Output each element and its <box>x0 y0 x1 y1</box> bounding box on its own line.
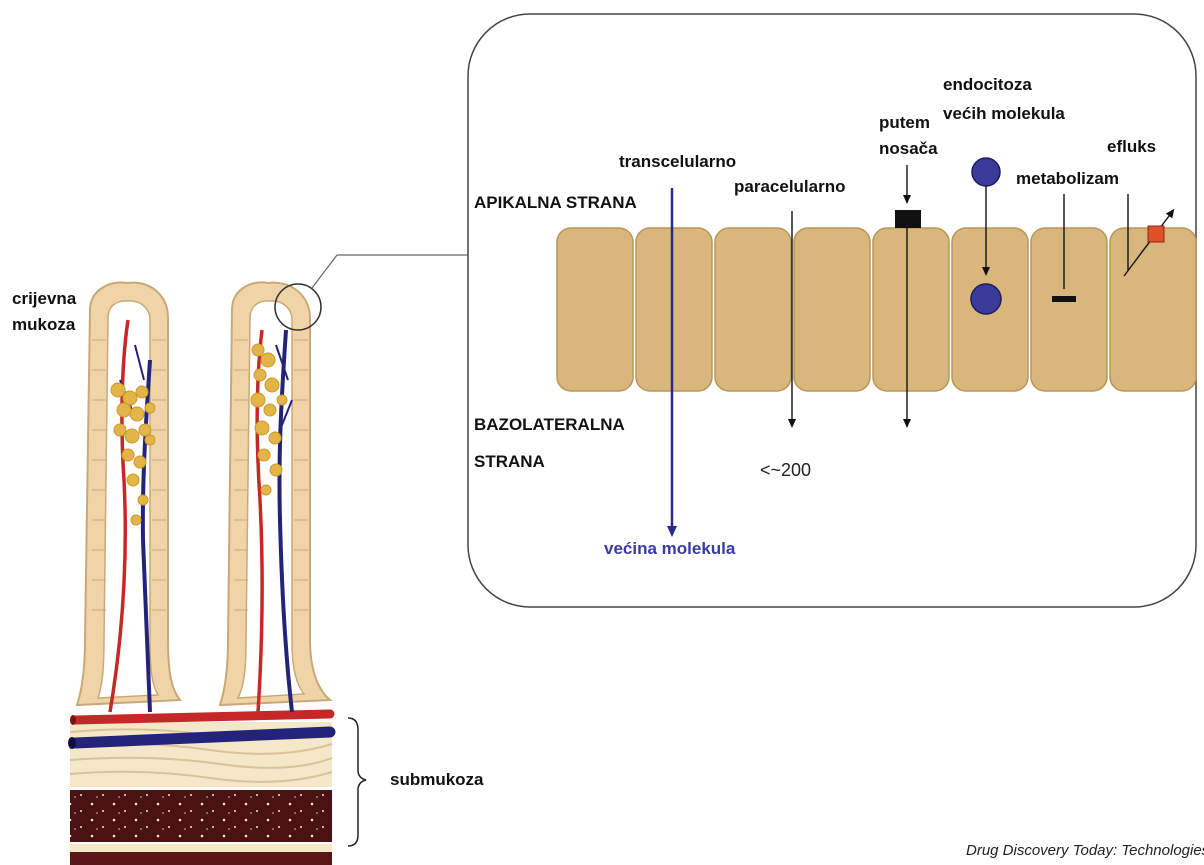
metabolism-label: metabolizam <box>1016 168 1119 190</box>
villus-right <box>220 282 330 712</box>
muscularis-layer <box>70 790 332 842</box>
submucosa-brace <box>348 718 366 846</box>
carrier-transporter <box>895 210 921 228</box>
paracellular-label: paracelularno <box>734 176 846 198</box>
epithelium-inset <box>468 14 1196 607</box>
basolateral-side-label-line1: BAZOLATERALNA <box>474 414 625 436</box>
source-credit: Drug Discovery Today: Technologies <box>966 842 1204 859</box>
carrier-label-line2: nosača <box>879 138 938 160</box>
basolateral-side-label-line2: STRANA <box>474 451 545 473</box>
enterocyte-cell <box>557 228 633 391</box>
enterocyte-cell <box>1110 228 1196 391</box>
artery-horizontal <box>75 714 330 720</box>
efflux-label: efluks <box>1107 136 1156 158</box>
majority-label: većina molekula <box>604 538 735 560</box>
transcellular-label: transcelularno <box>619 151 736 173</box>
efflux-transporter <box>1148 226 1164 242</box>
metabolite-bar <box>1052 296 1076 302</box>
endocytosis-molecule-inside <box>971 284 1001 314</box>
enterocyte-cell <box>636 228 712 391</box>
villus-left <box>77 282 180 712</box>
enterocyte-cell <box>715 228 791 391</box>
enterocyte-row <box>557 228 1196 391</box>
endocytosis-label-line2: većih molekula <box>943 103 1065 125</box>
mucosa-label-line1: crijevna <box>12 288 76 310</box>
paracellular-size-limit: <~200 <box>760 459 811 481</box>
mucosa-label-line2: mukoza <box>12 314 75 336</box>
endocytosis-molecule-outside <box>972 158 1000 186</box>
enterocyte-cell <box>873 228 949 391</box>
enterocyte-cell <box>1031 228 1107 391</box>
endocytosis-label-line1: endocitoza <box>943 74 1032 96</box>
submucosa-label: submukoza <box>390 769 484 791</box>
carrier-label-line1: putem <box>879 112 930 134</box>
enterocyte-cell <box>794 228 870 391</box>
apical-side-label: APIKALNA STRANA <box>474 192 637 214</box>
zoom-connector <box>312 255 337 288</box>
